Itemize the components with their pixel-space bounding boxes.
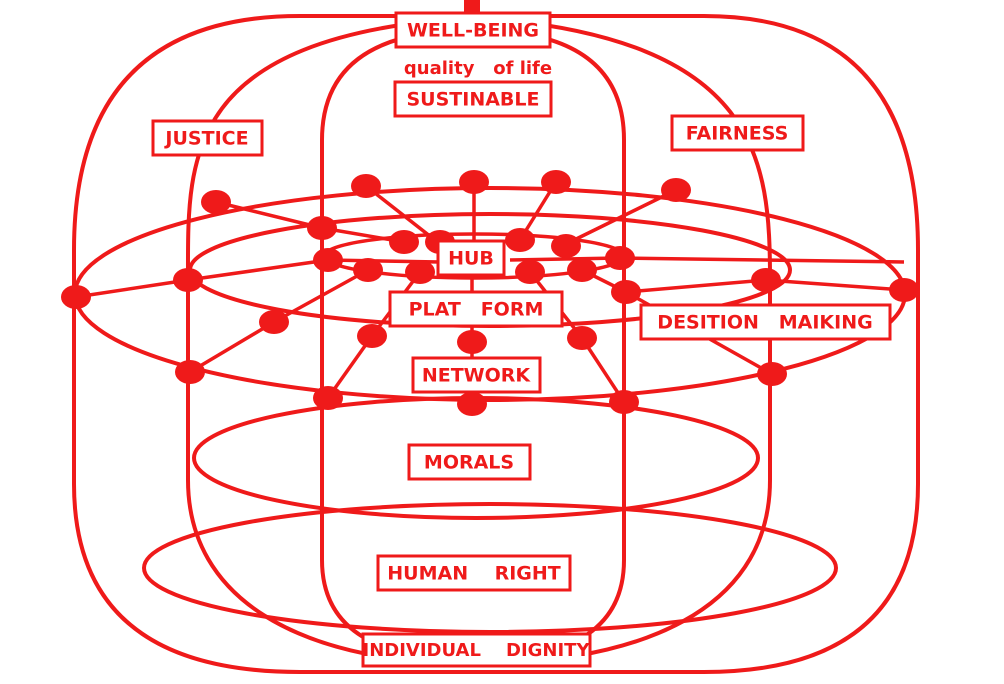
connection-line [189,320,275,374]
network-node [201,190,231,214]
label-well-being: WELL-BEING [394,11,552,49]
network-nodes [61,170,919,416]
label-platform: PLAT FORM [388,290,564,328]
network-node [505,228,535,252]
network-node [551,234,581,258]
connection-line [75,278,189,299]
outer-globe-outline [72,14,920,674]
connection-line [509,256,621,262]
label-desition-maiking: DESITION MAIKING [639,303,892,341]
individual-dignity-text: INDIVIDUAL DIGNITY [363,640,591,661]
network-node [61,285,91,309]
network-node [457,392,487,416]
network-node [259,310,289,334]
well-being-text: WELL-BEING [407,20,539,42]
label-hub: HUB [436,239,506,277]
connection-line [273,268,369,324]
platform-text: PLAT FORM [409,299,544,321]
network-node [605,246,635,270]
connection-line [215,200,323,230]
human-right-ring [142,502,838,634]
network-node [405,260,435,284]
network-node [351,174,381,198]
label-fairness: FAIRNESS [670,114,805,152]
label-sustinable: SUSTINABLE [393,80,553,118]
network-node [173,268,203,292]
connection-line [765,278,905,292]
connection-line [625,278,767,294]
label-morals: MORALS [407,443,532,481]
network-node [313,386,343,410]
connection-line [187,258,329,282]
sustinable-text: SUSTINABLE [407,89,540,111]
network-node [567,326,597,350]
hub-text: HUB [448,248,494,270]
network-text: NETWORK [422,365,532,387]
human-right-text: HUMAN RIGHT [387,563,560,585]
network-node [307,216,337,240]
connection-line [565,188,677,246]
network-node [389,230,419,254]
network-node [751,268,781,292]
network-node [541,170,571,194]
connection-line [580,337,626,403]
quality-of-life-text: quality of life [404,58,552,79]
label-network: NETWORK [411,356,542,394]
fairness-text: FAIRNESS [686,123,789,145]
network-node [661,178,691,202]
connection-line [619,256,905,264]
label-human-right: HUMAN RIGHT [376,554,572,592]
network-node [757,362,787,386]
connection-line [364,184,442,246]
morals-text: MORALS [424,452,514,474]
justice-text: JUSTICE [163,128,248,150]
network-node [353,258,383,282]
network-node [609,390,639,414]
network-node [515,260,545,284]
network-node [459,170,489,194]
network-node [457,330,487,354]
network-node [889,278,919,302]
network-node [175,360,205,384]
label-justice: JUSTICE [151,119,264,157]
network-node [313,248,343,272]
desition-maiking-text: DESITION MAIKING [657,312,872,334]
network-node [611,280,641,304]
network-node [567,258,597,282]
network-node [357,324,387,348]
label-individual-dignity: INDIVIDUAL DIGNITY [361,632,592,668]
